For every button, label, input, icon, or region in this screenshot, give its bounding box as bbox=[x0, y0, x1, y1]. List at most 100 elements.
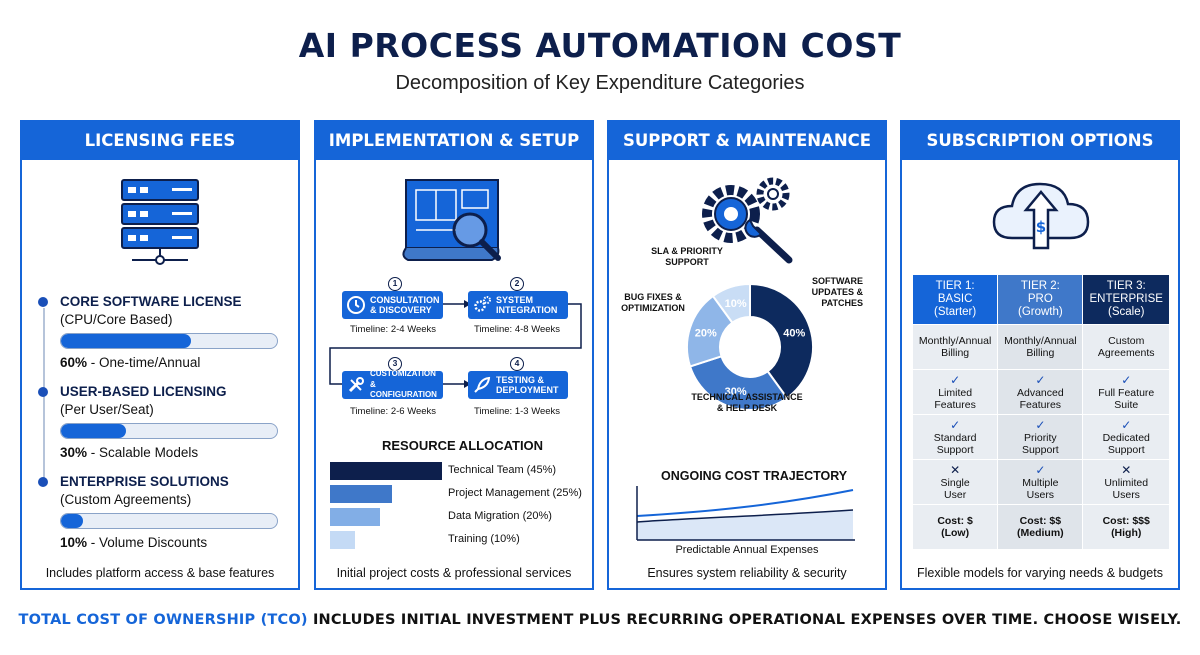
check-icon: ✓ bbox=[1121, 417, 1132, 432]
step-number: 2 bbox=[510, 277, 524, 291]
license-item-enterprise: ENTERPRISE SOLUTIONS (Custom Agreements)… bbox=[38, 474, 290, 550]
step-timeline: Timeline: 2-4 Weeks bbox=[350, 324, 437, 335]
donut-category-label: SLA & PRIORITY bbox=[651, 246, 723, 256]
step-number: 4 bbox=[510, 357, 524, 371]
trajectory-upper-line bbox=[636, 489, 854, 517]
donut-category-label: SOFTWARE bbox=[812, 276, 863, 286]
resource-label: Project Management (25%) bbox=[448, 487, 582, 499]
subscription-panel: SUBSCRIPTION OPTIONS $ TIER 1:BASIC(Star… bbox=[900, 120, 1180, 590]
cost-row: Cost: $(Low) Cost: $$(Medium) Cost: $$$(… bbox=[911, 504, 1170, 550]
implementation-footer: Initial project costs & professional ser… bbox=[336, 566, 572, 580]
step-timeline: Timeline: 1-3 Weeks bbox=[474, 406, 561, 417]
resource-label: Data Migration (20%) bbox=[448, 510, 552, 522]
svg-text:$: $ bbox=[1036, 218, 1046, 236]
donut-category-label: OPTIMIZATION bbox=[621, 303, 685, 313]
support-header: SUPPORT & MAINTENANCE bbox=[609, 122, 885, 160]
clock-icon bbox=[347, 296, 365, 314]
progress-fill bbox=[61, 334, 191, 348]
tier-2-header: TIER 2:PRO(Growth) bbox=[997, 274, 1084, 325]
donut-category-label: BUG FIXES & bbox=[624, 292, 682, 302]
check-icon: ✓ bbox=[1035, 372, 1046, 387]
donut-category-label: TECHNICAL ASSISTANCE bbox=[691, 392, 802, 402]
step-consultation: CONSULTATION& DISCOVERY bbox=[342, 291, 443, 319]
license-title: ENTERPRISE SOLUTIONS bbox=[60, 474, 229, 489]
step-customization: CUSTOMIZATION &CONFIGURATION bbox=[342, 369, 443, 399]
donut-category-label: SUPPORT bbox=[665, 257, 709, 267]
trajectory-title: ONGOING COST TRAJECTORY bbox=[661, 469, 848, 483]
donut-slice bbox=[688, 355, 789, 411]
step-timeline: Timeline: 2-6 Weeks bbox=[350, 406, 437, 417]
step-testing: TESTING &DEPLOYMENT bbox=[468, 371, 568, 399]
tools-icon bbox=[348, 377, 364, 393]
resource-bar bbox=[330, 485, 393, 503]
licensing-footer: Includes platform access & base features bbox=[45, 566, 275, 580]
tier-3-header: TIER 3:ENTERPRISE(Scale) bbox=[1082, 274, 1170, 325]
resource-label: Technical Team (45%) bbox=[448, 464, 557, 476]
resource-label: Training (10%) bbox=[448, 533, 520, 545]
cost-cell: Cost: $$(Medium) bbox=[997, 504, 1084, 550]
license-item-core: CORE SOFTWARE LICENSE (CPU/Core Based) 6… bbox=[38, 294, 290, 370]
donut-value-label: 10% bbox=[725, 298, 747, 310]
tier-header-row: TIER 1:BASIC(Starter) TIER 2:PRO(Growth)… bbox=[911, 274, 1170, 325]
implementation-header: IMPLEMENTATION & SETUP bbox=[316, 122, 592, 160]
page-subtitle: Decomposition of Key Expenditure Categor… bbox=[395, 72, 805, 94]
step-timeline: Timeline: 4-8 Weeks bbox=[474, 324, 561, 335]
trajectory-chart bbox=[636, 486, 855, 541]
license-title: USER-BASED LICENSING bbox=[60, 384, 227, 399]
trajectory-area bbox=[637, 510, 853, 540]
licensing-panel: LICENSING FEES CORE SOFTWARE LICENSE (CP… bbox=[20, 120, 300, 590]
page-title: AI PROCESS AUTOMATION COST bbox=[298, 26, 902, 65]
server-rack-icon bbox=[121, 179, 199, 265]
license-title: CORE SOFTWARE LICENSE bbox=[60, 294, 242, 309]
donut-value-label: 30% bbox=[725, 386, 747, 398]
tier-comparison-table: TIER 1:BASIC(Starter) TIER 2:PRO(Growth)… bbox=[911, 274, 1170, 550]
subscription-footer: Flexible models for varying needs & budg… bbox=[917, 566, 1163, 580]
progress-track bbox=[60, 423, 278, 439]
trajectory-lower-line bbox=[636, 509, 854, 523]
cross-icon: ✕ bbox=[950, 462, 961, 477]
gears-wrench-icon bbox=[702, 177, 793, 264]
license-subtitle: (CPU/Core Based) bbox=[60, 312, 173, 327]
gears-icon bbox=[474, 296, 491, 312]
cross-icon: ✕ bbox=[1121, 462, 1132, 477]
check-icon: ✓ bbox=[1121, 372, 1132, 387]
check-icon: ✓ bbox=[1035, 417, 1046, 432]
resource-bar bbox=[330, 508, 380, 526]
donut-category-label: & HELP DESK bbox=[717, 403, 778, 413]
donut-value-label: 40% bbox=[783, 328, 805, 340]
progress-fill bbox=[61, 514, 83, 528]
implementation-panel: IMPLEMENTATION & SETUP 1 CONSULTATION& D… bbox=[314, 120, 594, 590]
subscription-header: SUBSCRIPTION OPTIONS bbox=[902, 122, 1178, 160]
licensing-header: LICENSING FEES bbox=[22, 122, 298, 160]
donut-category-label: PATCHES bbox=[821, 298, 863, 308]
cloud-dollar-icon: $ bbox=[992, 182, 1090, 250]
check-icon: ✓ bbox=[950, 417, 961, 432]
progress-track bbox=[60, 333, 278, 349]
license-percent: 60% - One-time/Annual bbox=[60, 355, 201, 370]
step-number: 3 bbox=[388, 357, 402, 371]
trajectory-caption: Predictable Annual Expenses bbox=[675, 544, 819, 556]
donut-value-label: 20% bbox=[695, 328, 717, 340]
check-icon: ✓ bbox=[1035, 462, 1046, 477]
tco-statement: TOTAL COST OF OWNERSHIP (TCO) INCLUDES I… bbox=[18, 612, 1182, 628]
donut-slice bbox=[711, 282, 751, 325]
step-number: 1 bbox=[388, 277, 402, 291]
license-percent: 10% - Volume Discounts bbox=[60, 535, 208, 550]
license-item-user: USER-BASED LICENSING (Per User/Seat) 30%… bbox=[38, 384, 290, 460]
bullet-dot bbox=[38, 477, 48, 487]
resource-bar bbox=[330, 531, 355, 549]
progress-fill bbox=[61, 424, 126, 438]
